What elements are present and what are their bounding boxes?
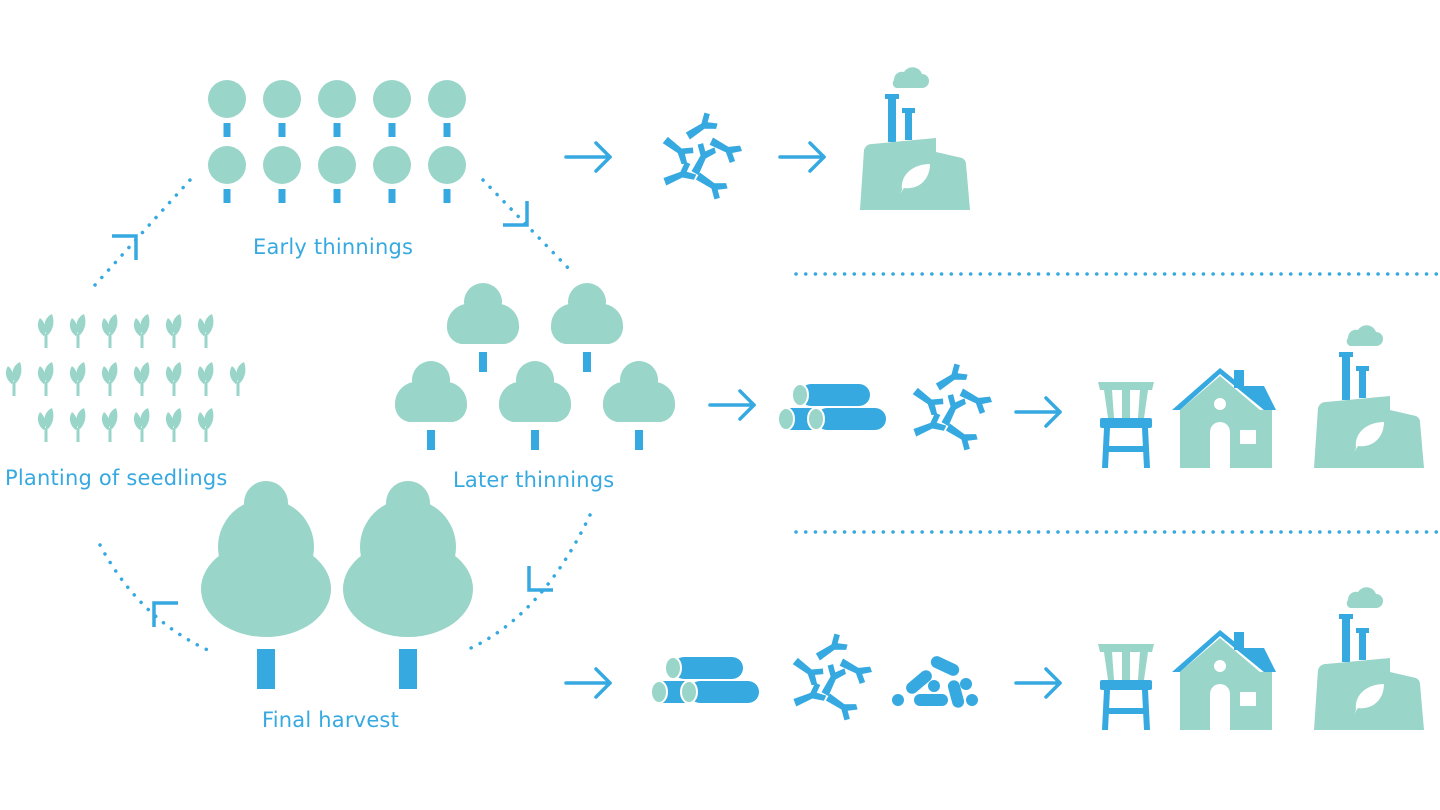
wood-pellets-icon xyxy=(892,654,978,710)
chair-icon xyxy=(1098,644,1154,730)
seedling-icon xyxy=(37,362,54,396)
seedling-icon xyxy=(37,408,54,442)
seedling-icon xyxy=(69,408,86,442)
flow-row-early xyxy=(564,67,970,210)
young-tree-icon xyxy=(263,80,301,137)
seedling-icon xyxy=(69,314,86,348)
seedling-icon xyxy=(165,314,182,348)
house-icon xyxy=(1172,630,1276,730)
bioenergy-plant-icon xyxy=(1314,587,1424,730)
cycle-path-planting-to-early xyxy=(93,178,192,287)
seedling-icon xyxy=(69,362,86,396)
trees-icon xyxy=(394,283,676,450)
young-tree-icon xyxy=(318,146,356,203)
arrow-right-icon xyxy=(1014,667,1062,699)
seedling-icon xyxy=(197,408,214,442)
seedling-icon xyxy=(101,362,118,396)
young-tree-icon xyxy=(318,80,356,137)
seedling-icon xyxy=(101,314,118,348)
young-tree-icon xyxy=(263,146,301,203)
young-tree-icon xyxy=(373,146,411,203)
large-trees-icon xyxy=(201,481,473,689)
stage-label-later: Later thinnings xyxy=(453,468,615,492)
bioenergy-plant-icon xyxy=(1314,325,1424,468)
logs-icon xyxy=(777,383,887,431)
seedling-icon xyxy=(101,408,118,442)
cycle-path-final-to-planting xyxy=(98,543,214,654)
young-tree-icon xyxy=(428,80,466,137)
arrow-right-icon xyxy=(778,141,826,173)
cycle-path xyxy=(93,178,592,654)
young-trees-icon xyxy=(208,80,466,203)
arrow-right-icon xyxy=(1014,396,1062,428)
seedling-icon xyxy=(133,408,150,442)
seedling-icon xyxy=(133,362,150,396)
stage-label-planting: Planting of seedlings xyxy=(5,466,228,490)
wood-chips-icon xyxy=(910,361,994,454)
stage-label-early: Early thinnings xyxy=(253,235,414,259)
arrow-right-icon xyxy=(708,389,756,421)
young-tree-icon xyxy=(208,146,246,203)
logs-icon xyxy=(650,656,760,704)
cycle-path-later-to-final xyxy=(460,513,592,654)
corner-arrow-icon xyxy=(527,564,555,592)
seedling-icon xyxy=(197,314,214,348)
cycle-path-early-to-later xyxy=(481,178,574,274)
corner-arrow-icon xyxy=(501,199,529,227)
flow-row-final xyxy=(564,587,1424,730)
stage-label-final: Final harvest xyxy=(262,708,400,732)
young-tree-icon xyxy=(373,80,411,137)
seedling-icon xyxy=(133,314,150,348)
seedling-icon xyxy=(5,362,22,396)
seedling-icon xyxy=(37,314,54,348)
seedlings-icon xyxy=(5,314,246,442)
chair-icon xyxy=(1098,382,1154,468)
flow-row-later xyxy=(708,325,1424,468)
seedling-icon xyxy=(229,362,246,396)
bioenergy-plant-icon xyxy=(860,67,970,210)
arrow-right-icon xyxy=(564,667,612,699)
corner-arrow-icon xyxy=(110,234,138,262)
seedling-icon xyxy=(165,362,182,396)
house-icon xyxy=(1172,368,1276,468)
young-tree-icon xyxy=(208,80,246,137)
seedling-icon xyxy=(165,408,182,442)
arrow-right-icon xyxy=(564,141,612,173)
wood-chips-icon xyxy=(790,631,874,724)
seedling-icon xyxy=(197,362,214,396)
corner-arrow-icon xyxy=(152,601,180,629)
young-tree-icon xyxy=(428,146,466,203)
wood-chips-icon xyxy=(660,110,744,203)
